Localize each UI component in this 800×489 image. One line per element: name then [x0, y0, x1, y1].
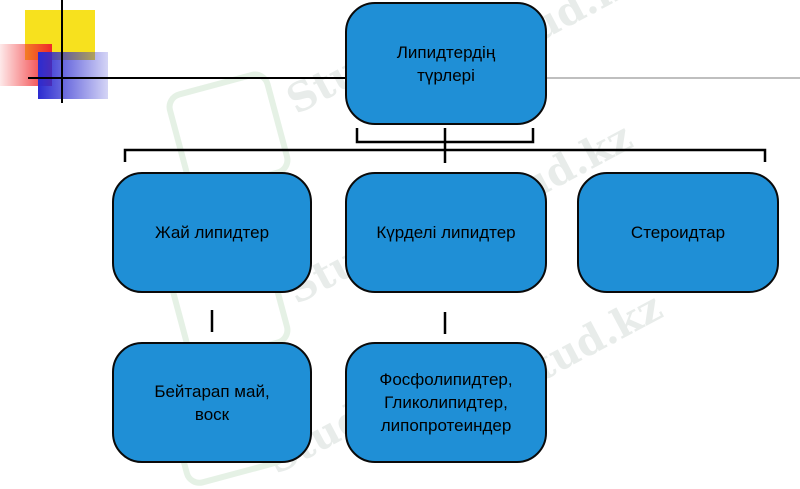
level1-bracket: [123, 148, 767, 162]
node-phospholipids: Фосфолипидтер, Гликолипидтер, липопротеи…: [345, 342, 547, 463]
node-complex-lipids: Күрделі липидтер: [345, 172, 547, 293]
node-simple-lipids: Жай липидтер: [112, 172, 312, 293]
corner-decoration: [0, 10, 108, 99]
node-neutral-fat-wax: Бейтарап май, воск: [112, 342, 312, 463]
connector-lines: [28, 0, 800, 334]
node-lipid-types: Липидтердің түрлері: [345, 2, 547, 125]
node-steroids: Стероидтар: [577, 172, 779, 293]
corner-blue-square: [38, 52, 108, 99]
